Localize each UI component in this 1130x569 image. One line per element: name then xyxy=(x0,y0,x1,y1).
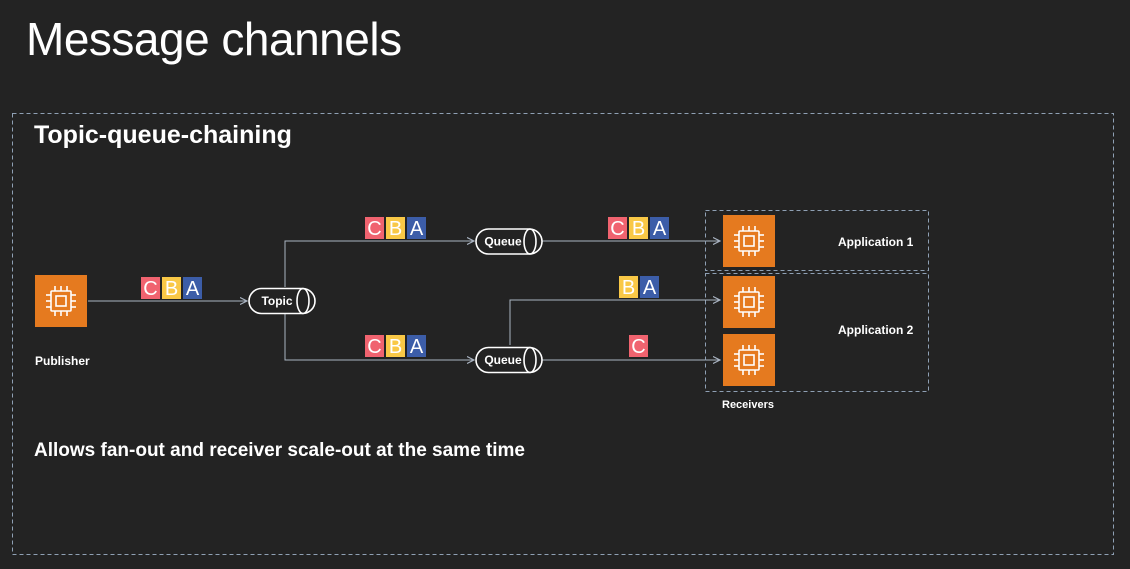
message-b-tile xyxy=(386,335,405,357)
message-a-letter: A xyxy=(410,336,424,358)
publisher-label: Publisher xyxy=(35,354,90,368)
topic-shape xyxy=(248,287,316,315)
application-1-frame xyxy=(705,210,929,271)
message-c-letter: C xyxy=(367,336,381,358)
publisher-node: Publisher xyxy=(35,275,90,368)
application-2-group: Application 2 xyxy=(705,273,929,392)
message-b-tile xyxy=(619,276,638,298)
application-1-label: Application 1 xyxy=(838,235,914,249)
message-b-tile xyxy=(386,217,405,239)
message-c-tile xyxy=(629,335,648,357)
message-c-tile xyxy=(608,217,627,239)
topic-to-queue-bottom-line xyxy=(284,314,474,360)
chip-icon xyxy=(723,334,775,386)
message-a-tile xyxy=(407,217,426,239)
message-c-tile xyxy=(365,335,384,357)
message-a-tile xyxy=(407,335,426,357)
message-b-tile xyxy=(629,217,648,239)
topic-node: Topic xyxy=(248,287,316,315)
queue-bottom-shape xyxy=(475,346,543,374)
message-a-letter: A xyxy=(653,218,667,240)
section-frame xyxy=(12,113,1114,555)
message-b-letter: B xyxy=(622,277,635,299)
queue-top-label: Queue xyxy=(484,235,522,249)
receivers-label: Receivers xyxy=(722,399,774,411)
queue-bottom-to-app2-upper-line xyxy=(509,300,720,345)
application-2-label: Application 2 xyxy=(838,323,914,337)
queue-bottom-node: Queue xyxy=(475,346,543,374)
message-b-letter: B xyxy=(632,218,645,240)
queue-bottom-end-cap xyxy=(523,346,537,374)
section-caption: Allows fan-out and receiver scale-out at… xyxy=(34,440,525,461)
message-b-tile xyxy=(162,277,181,299)
message-group: C xyxy=(629,335,648,358)
message-c-letter: C xyxy=(610,218,624,240)
chip-icon xyxy=(723,276,775,328)
message-c-letter: C xyxy=(143,278,157,300)
topic-label: Topic xyxy=(261,294,292,308)
queue-top-shape xyxy=(475,228,543,255)
section-title: Topic-queue-chaining xyxy=(34,121,292,149)
message-c-letter: C xyxy=(367,218,381,240)
message-b-letter: B xyxy=(389,336,402,358)
message-c-letter: C xyxy=(631,336,645,358)
message-a-tile xyxy=(640,276,659,298)
message-a-letter: A xyxy=(186,278,200,300)
application-2-frame xyxy=(705,273,929,392)
message-b-letter: B xyxy=(165,278,178,300)
queue-top-end-cap xyxy=(523,228,537,255)
slide-title: Message channels xyxy=(26,13,402,65)
topic-to-queue-top-line xyxy=(284,241,474,287)
queue-bottom-label: Queue xyxy=(484,353,522,367)
message-a-tile xyxy=(183,277,202,299)
application-1-group: Application 1 xyxy=(705,210,929,271)
chip-icon xyxy=(723,215,775,267)
message-b-letter: B xyxy=(389,218,402,240)
message-c-tile xyxy=(365,217,384,239)
topic-end-cap xyxy=(296,287,310,315)
chip-icon xyxy=(35,275,87,327)
message-a-letter: A xyxy=(410,218,424,240)
message-c-tile xyxy=(141,277,160,299)
queue-top-node: Queue xyxy=(475,228,543,255)
message-a-tile xyxy=(650,217,669,239)
message-a-letter: A xyxy=(643,277,657,299)
connectors xyxy=(88,241,720,360)
